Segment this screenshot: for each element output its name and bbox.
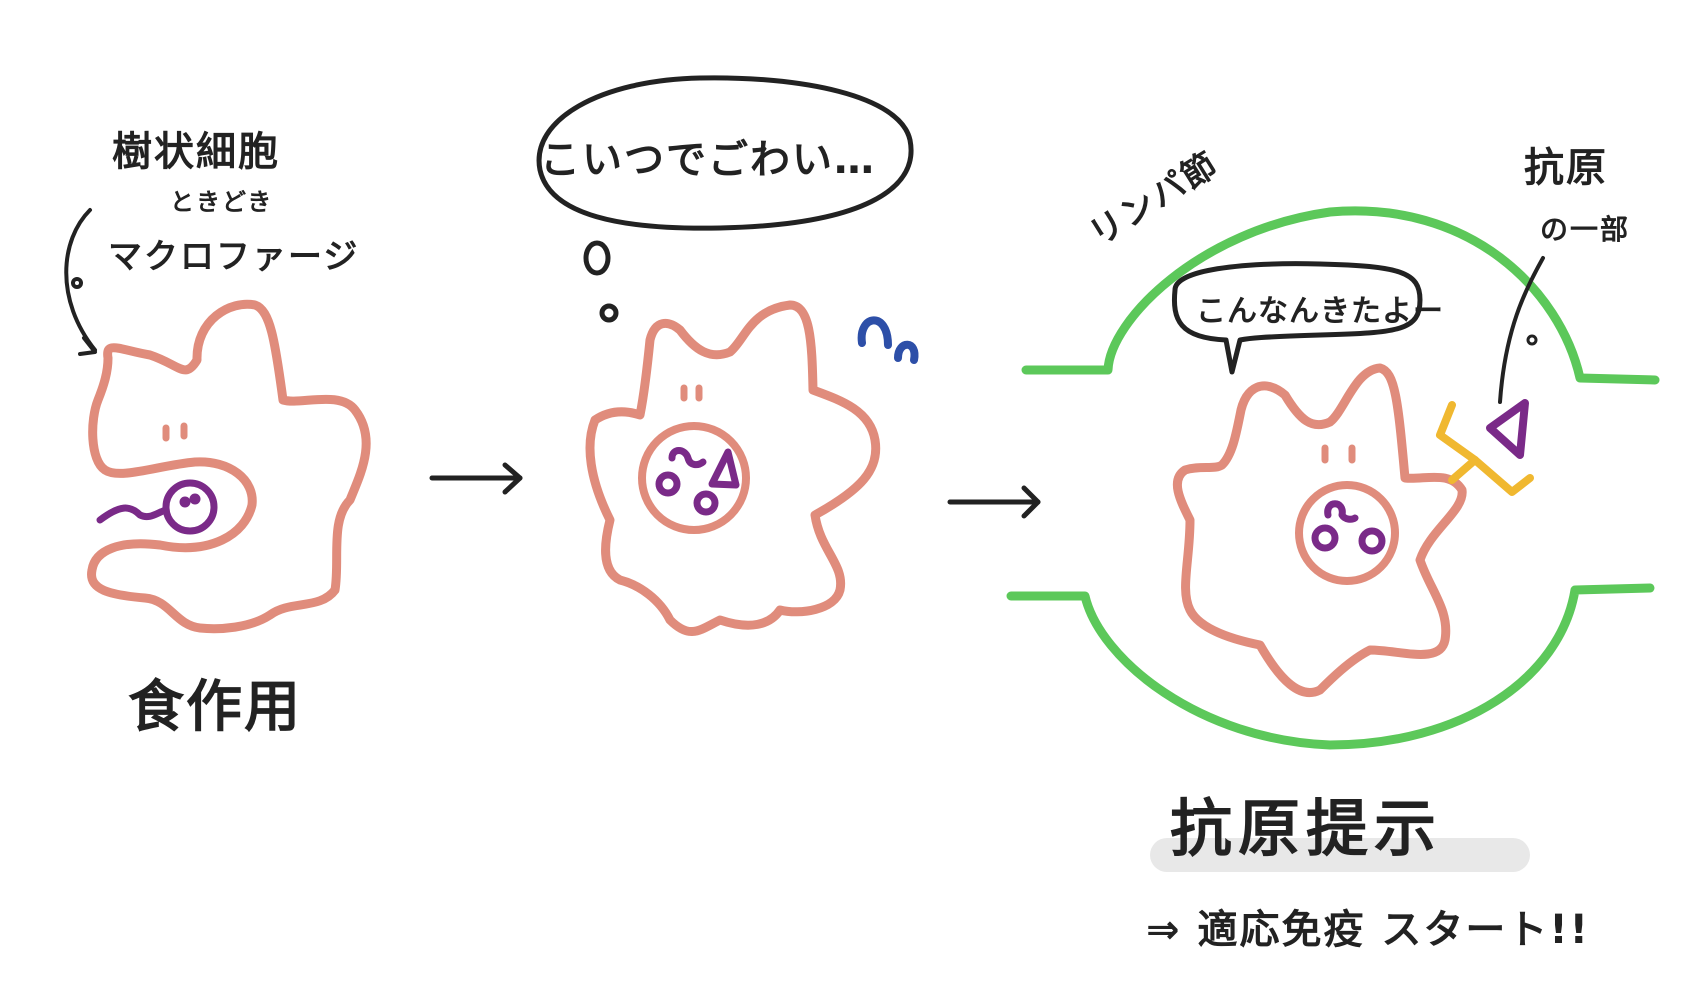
phagocyte-cell	[87, 299, 371, 634]
label-dendritic-cell: 樹状細胞	[112, 129, 280, 175]
label-macrophage: マクロファージ	[108, 237, 360, 277]
speech-bubble	[1171, 261, 1423, 375]
label-sometimes: ときどき	[170, 188, 274, 216]
caption-phagocytosis: 食作用	[128, 675, 302, 740]
label-antigen-part: の一部	[1540, 213, 1631, 246]
vesicle-membrane	[638, 422, 750, 534]
thought-bubble-text: こいつでごわい…	[540, 137, 876, 183]
antigen-triangle-icon	[1486, 399, 1529, 459]
caption-highlight	[1150, 838, 1530, 872]
digested-pathogen-icon	[655, 447, 740, 516]
caption-adaptive-immunity: ⇒ 適応免疫 スタート!!	[1146, 907, 1590, 953]
caption-antigen-presentation: 抗原提示	[1170, 792, 1443, 865]
lymph-node-outline	[1006, 206, 1660, 750]
digested-pathogen-icon	[1311, 500, 1386, 555]
thought-bubble	[536, 75, 914, 323]
curved-arrow-icon	[64, 208, 97, 356]
cell-eyes	[1321, 444, 1356, 464]
arrow-right-icon	[947, 485, 1041, 519]
pointer-dot	[1526, 334, 1538, 346]
bacterium-icon	[96, 479, 218, 535]
cell-eyes	[162, 422, 188, 442]
cell-presenting	[1172, 363, 1467, 698]
speech-bubble-text: こんなんきたよー	[1196, 294, 1444, 329]
receptor-icon	[1436, 401, 1534, 496]
arrow-right-icon	[429, 462, 523, 495]
cell-with-vesicle	[585, 300, 881, 637]
cell-eyes	[680, 384, 703, 402]
sweat-drops-icon	[857, 316, 919, 364]
label-antigen: 抗原	[1524, 145, 1608, 191]
vesicle-membrane	[1295, 481, 1399, 585]
antigen-pointer-line	[1498, 256, 1545, 404]
